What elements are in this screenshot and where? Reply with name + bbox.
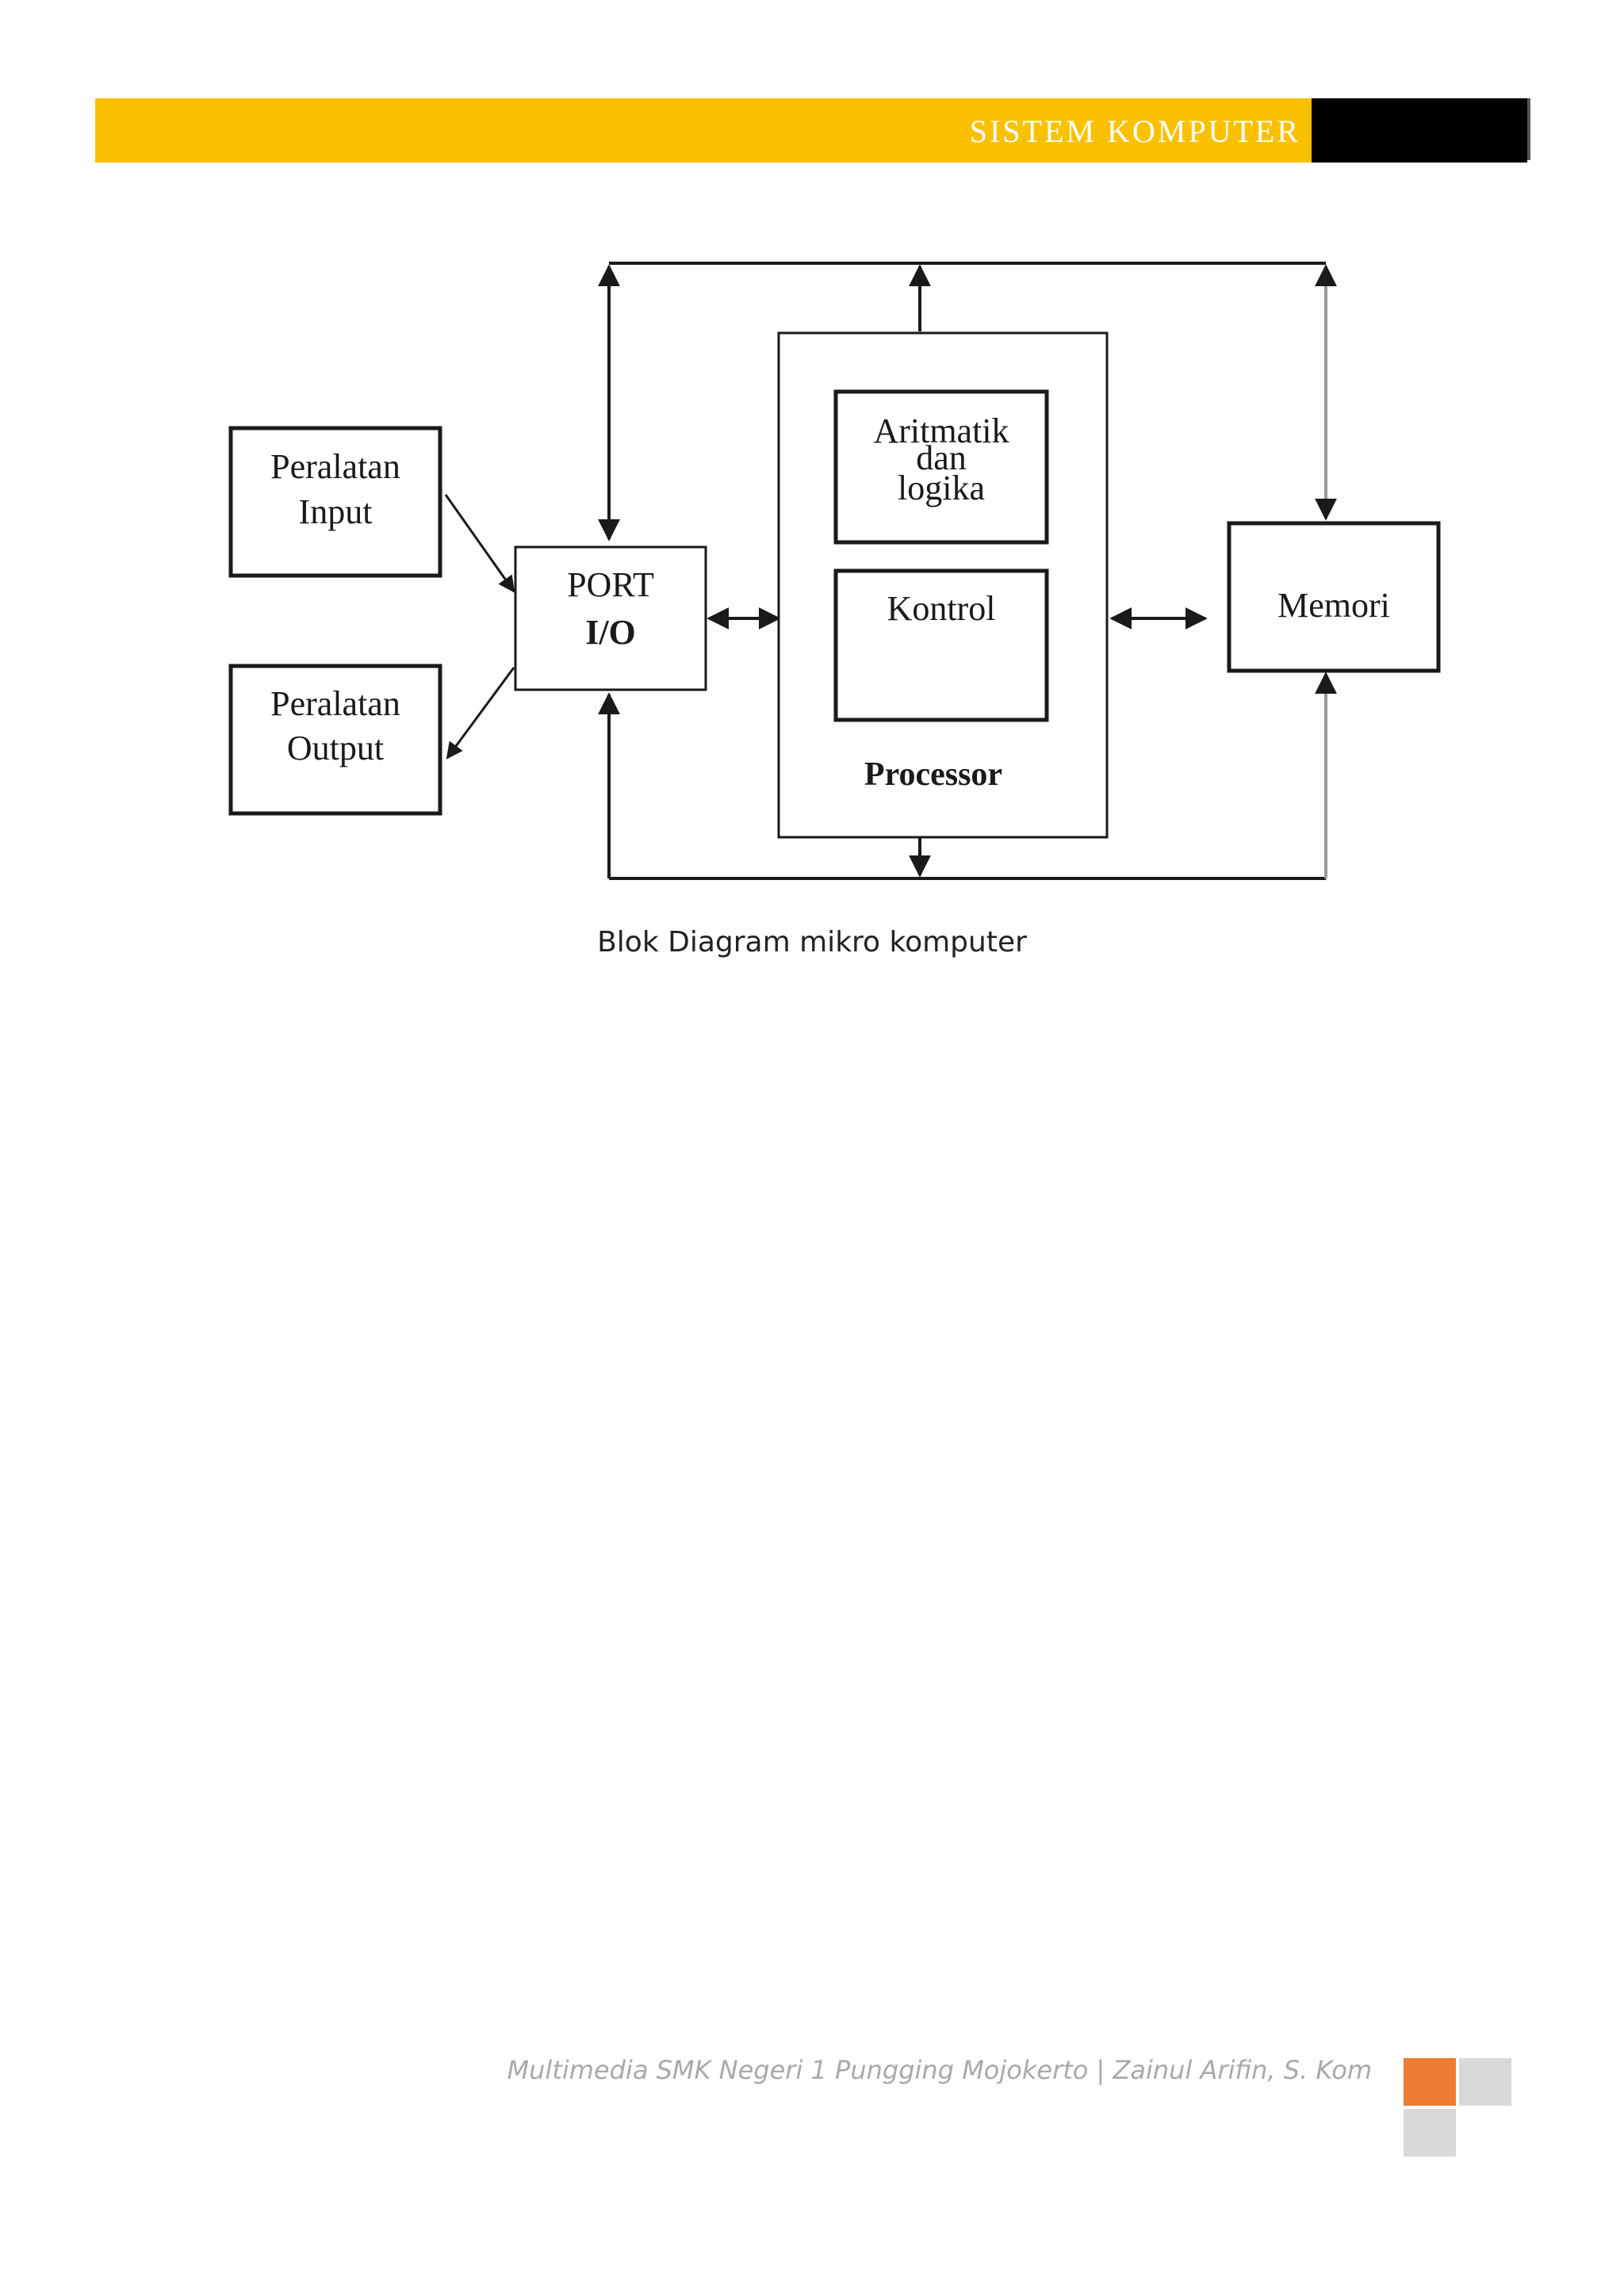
footer-gray-square: [1459, 2058, 1511, 2106]
input-device-label-1: Peralatan: [270, 447, 400, 486]
port-io-label-1: PORT: [567, 565, 654, 604]
memory-box: [1227, 521, 1441, 673]
output-device-label-1: Peralatan: [270, 684, 400, 723]
memory-label: Memori: [1277, 586, 1390, 625]
alu-box: [833, 389, 1049, 545]
alu-label-1: Aritmatik: [873, 411, 1009, 450]
header-bar: [95, 98, 1312, 163]
header-edge: [1522, 98, 1530, 160]
input-to-port-arrow: [444, 494, 515, 593]
block-diagram: Peralatan Input Peralatan Output PORT I/…: [228, 262, 1441, 880]
processor-label: Processor: [864, 756, 1002, 793]
header-black-block: [1312, 98, 1527, 163]
control-box: [833, 568, 1049, 722]
output-device-box: [228, 664, 442, 816]
input-device-label-2: Input: [299, 492, 373, 531]
port-io-label-2: I/O: [585, 613, 636, 652]
alu-label-3: logika: [898, 469, 985, 507]
header-title: SISTEM KOMPUTER: [969, 113, 1300, 149]
footer-orange-square: [1404, 2058, 1456, 2106]
output-device-label-2: Output: [287, 729, 384, 767]
control-label: Kontrol: [887, 589, 996, 628]
diagram-caption: Blok Diagram mikro komputer: [597, 926, 1027, 959]
footer-text: Multimedia SMK Negeri 1 Pungging Mojoker…: [507, 2055, 1372, 2085]
input-device-box: [228, 426, 442, 578]
alu-label-2: dan: [916, 438, 967, 477]
port-to-output-arrow: [446, 667, 515, 760]
footer-gray-square-lower: [1404, 2109, 1456, 2156]
port-io-box: [514, 545, 707, 691]
